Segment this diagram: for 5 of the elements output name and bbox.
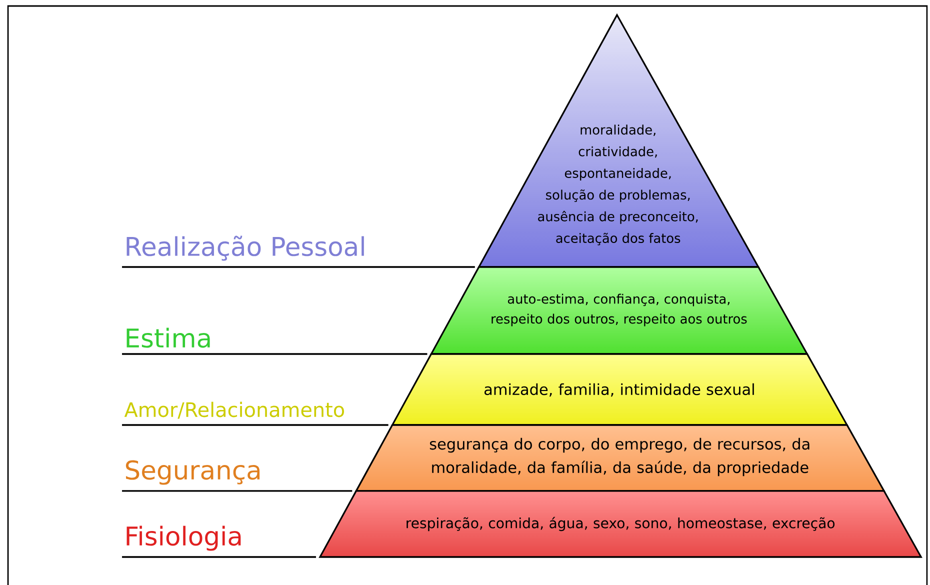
level-heading: Fisiologia	[126, 526, 241, 551]
level-heading: Segurança	[126, 460, 260, 485]
level-heading: Estima	[126, 328, 210, 348]
level-heading: Amor/Relacionamento	[124, 402, 344, 419]
level-heading: Realização Pessoal	[126, 236, 364, 261]
